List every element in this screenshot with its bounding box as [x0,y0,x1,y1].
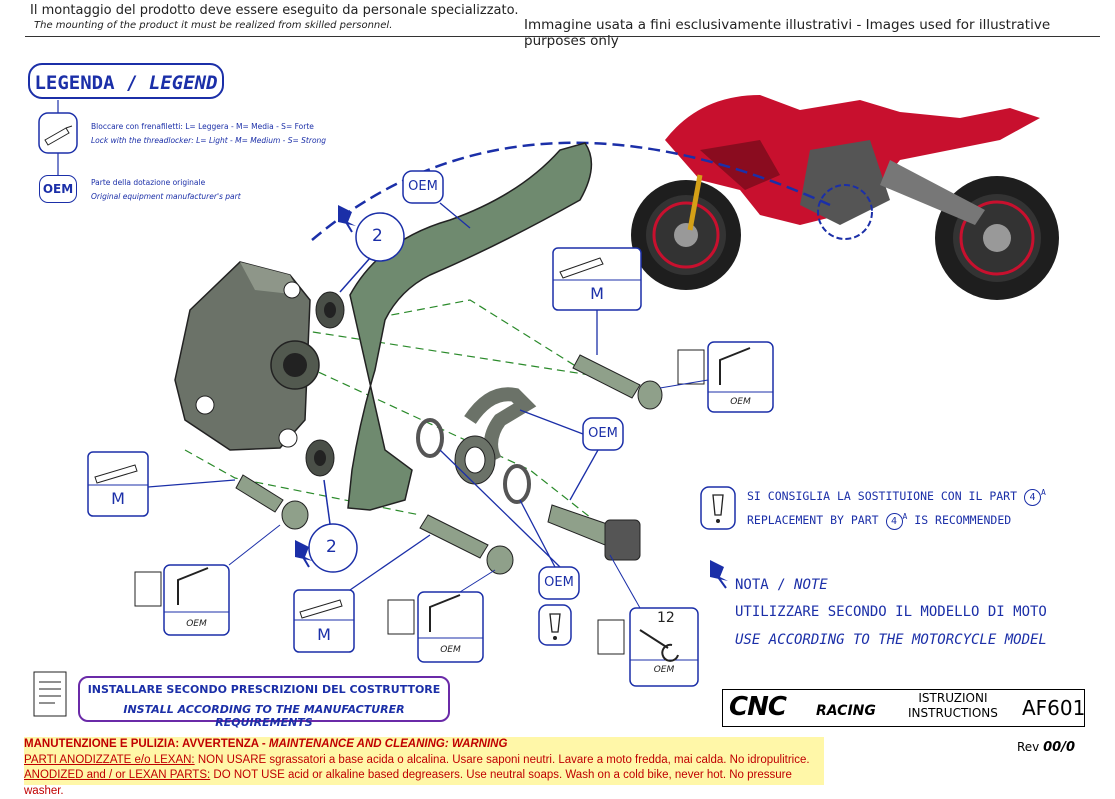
spacer-bottom [305,439,335,477]
note-title-it: NOTA / [735,577,786,593]
replacement-it-text: SI CONSIGLIA LA SOSTITUIONE CON IL PART [747,488,1018,503]
oem-bracket [347,142,593,511]
warning-icon-replacement [700,486,736,530]
oem-callout-top: OEM [408,179,438,194]
replacement-line-it: SI CONSIGLIA LA SOSTITUIONE CON IL PART … [747,488,1046,506]
push-pin-icon [710,560,728,589]
location-arc [311,141,831,241]
maintenance-en-label: ANODIZED and / or LEXAN PARTS: [24,769,211,781]
replacement-en-text: REPLACEMENT BY PART [747,512,879,527]
push-pin-icon [295,540,313,568]
banjo-fitting [454,387,537,485]
bolt-top-right [572,354,663,410]
legend-title-en: LEGEND [148,72,218,94]
rev-value: 00/0 [1043,740,1076,755]
washer-1 [416,418,444,458]
torque-doc-left [134,524,281,636]
replacement-en-suffix: IS RECOMMENDED [914,512,1012,527]
header-note-it: Il montaggio del prodotto deve essere es… [30,3,519,18]
install-line-it: INSTALLARE SECONDO PRESCRIZIONI DEL COST… [87,683,441,696]
maintenance-title: MANUTENZIONE E PULIZIA: AVVERTENZA - MAI… [24,737,824,753]
header-note-en: The mounting of the product it must be r… [34,20,393,31]
document-icon [33,671,67,717]
brand-logo: CNC [729,692,787,722]
legend-oem-en: Original equipment manufacturer's part [91,192,241,201]
spacer-top [315,291,345,329]
install-line-en: INSTALL ACCORDING TO THE MANUFACTURER RE… [123,703,405,729]
push-pin-icon [338,205,356,233]
rev-label: Rev [1017,740,1040,754]
glue-m-left: M [111,489,125,508]
torque-doc-bottom [387,569,496,663]
washer-2 [503,464,531,504]
torque-value-12: 12 [657,610,675,626]
legend-oem-it: Parte della dotazione originale [91,178,206,187]
callout-2-bottom [308,479,358,573]
clutch-cover-part [174,261,320,451]
maintenance-title-it: MANUTENZIONE E PULIZIA: AVVERTENZA - [24,738,266,750]
note-title-en: NOTE [794,577,828,593]
brand-sub: RACING [816,703,876,719]
header-divider [25,36,1100,37]
istruzioni-label: ISTRUZIONI [918,691,988,705]
oem-tag-top-right: OEM [730,397,751,407]
callout-2-top-label: 2 [372,226,383,246]
oem-tag-wrench: OEM [653,665,675,675]
instructions-label: ISTRUZIONI INSTRUCTIONS [908,691,998,721]
maintenance-line-en: ANODIZED and / or LEXAN PARTS: DO NOT US… [24,768,824,799]
revision: Rev 00/0 [1017,740,1075,755]
torque-doc-top-right [659,341,774,413]
note-title: NOTA / NOTE [735,577,828,593]
maintenance-title-en: MAINTENANCE AND CLEANING: WARNING [268,738,508,750]
oem-callout-bottom: OEM [544,575,574,590]
legend-title: LEGENDA / LEGEND [28,63,224,99]
wrench-doc [597,554,699,687]
bolt-left [235,474,309,530]
oem-tag-bottom: OEM [440,645,461,655]
bleed-valve-part [547,504,641,561]
instructions-en-label: INSTRUCTIONS [908,706,998,720]
threadlocker-icon [38,100,78,175]
legend-title-it: LEGENDA / [34,72,138,94]
title-block [722,689,1085,727]
illustrative-note: Immagine usata a fini esclusivamente ill… [524,17,1051,49]
oem-callout-middle: OEM [588,426,618,441]
maintenance-it-label: PARTI ANODIZZATE e/o LEXAN: [24,753,195,766]
bolt-middle [419,514,514,575]
legend-threadlocker-it: Bloccare con frenafiletti: L= Leggera - … [91,122,314,131]
install-box [78,676,450,722]
glue-box-left [87,451,236,517]
maintenance-it-text: NON USARE sgrassatori a base acida o alc… [194,753,810,766]
legend-threadlocker-text: Bloccare con frenafiletti: L= Leggera - … [91,120,326,148]
legend-oem-text: Parte della dotazione originale Original… [91,176,241,204]
part-sup: A [1040,488,1046,497]
glue-m-top-right: M [590,284,604,303]
motorcycle-image [631,95,1059,300]
part-sup: A [902,512,908,521]
callout-2-top [339,212,405,293]
note-line-it: UTILIZZARE SECONDO IL MODELLO DI MOTO [735,604,1047,620]
legend-threadlocker-en: Lock with the threadlocker: L= Light - M… [91,136,327,145]
note-line-en: USE ACCORDING TO THE MOTORCYCLE MODEL [735,632,1047,648]
part-number-badge: 4 [885,512,903,530]
oem-tag-left: OEM [186,619,207,629]
glue-m-bottom: M [317,625,331,644]
legend-oem-badge: OEM [39,175,77,203]
maintenance-warning: MANUTENZIONE E PULIZIA: AVVERTENZA - MAI… [24,737,824,797]
glue-box-bottom [293,534,431,653]
callout-2-bottom-label: 2 [326,537,337,557]
warning-icon-bottom [538,604,572,646]
maintenance-line-it: PARTI ANODIZZATE e/o LEXAN: NON USARE sg… [24,753,824,769]
part-number-badge: 4 [1023,488,1041,506]
glue-box-top-right [552,247,642,355]
document-code: AF601 [1022,696,1086,720]
